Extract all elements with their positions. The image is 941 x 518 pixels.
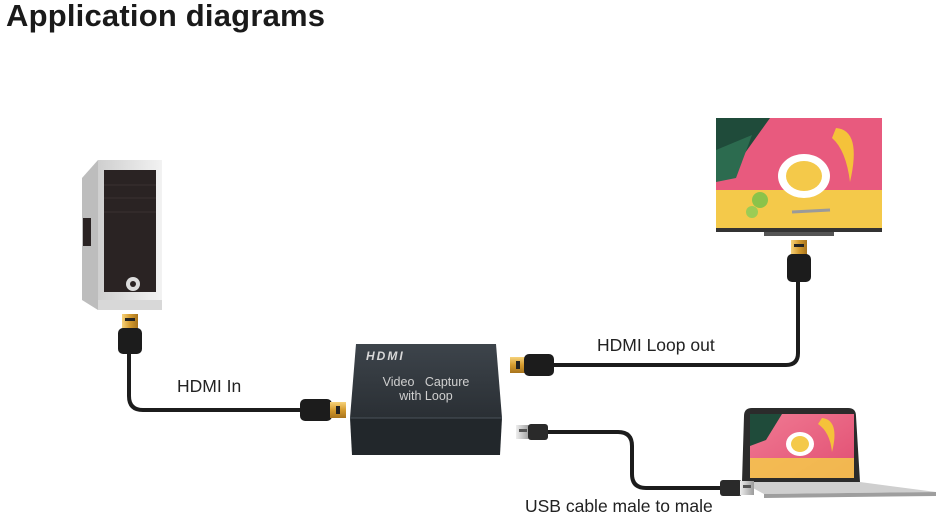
pc-tower-icon	[82, 160, 162, 310]
video-capture-device: HDMI Video Capture with Loop	[350, 344, 502, 455]
hdmi-connector-icon	[787, 240, 811, 282]
hdmi-loop-out-label: HDMI Loop out	[597, 335, 715, 355]
usb-connector-icon	[720, 480, 754, 496]
page-title: Application diagrams	[6, 0, 326, 33]
tv-icon	[716, 118, 882, 236]
device-label-line1: Video Capture	[383, 375, 470, 389]
device-label-line2: with Loop	[398, 389, 453, 403]
hdmi-loop-out-cable	[550, 280, 800, 367]
usb-connector-icon	[516, 424, 548, 440]
hdmi-connector-icon	[510, 354, 554, 376]
hdmi-connector-icon	[118, 314, 142, 354]
laptop-icon	[742, 408, 936, 498]
usb-cable-label: USB cable male to male	[525, 496, 713, 516]
hdmi-in-label: HDMI In	[177, 376, 242, 396]
usb-cable	[543, 430, 724, 490]
hdmi-in-cable	[127, 350, 308, 412]
device-logo: HDMI	[366, 349, 405, 363]
hdmi-connector-icon	[300, 399, 346, 421]
